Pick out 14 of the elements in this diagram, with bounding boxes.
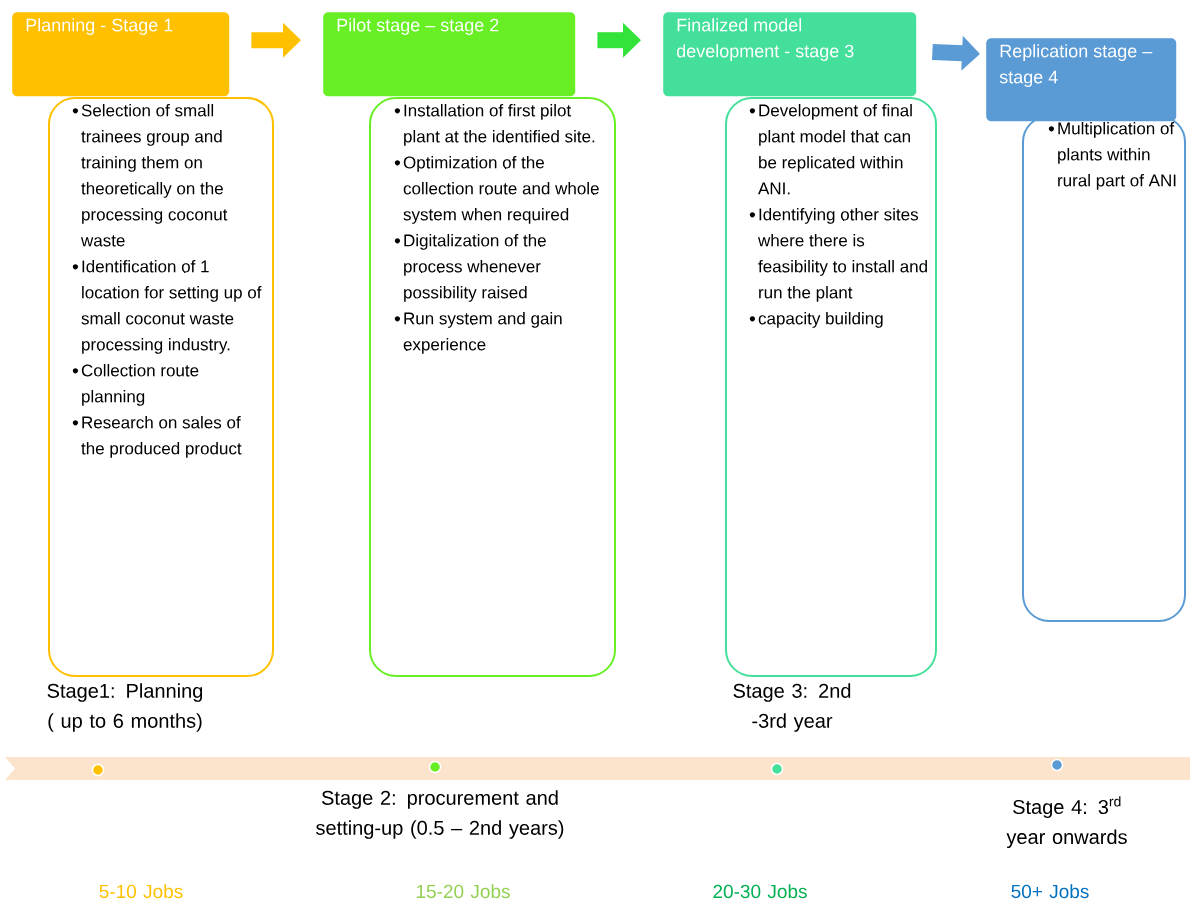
stage-duration-label: Stage 4: 3$^{rd}$ year onwards bbox=[1006, 796, 1127, 849]
jobs-label: 50+ Jobs bbox=[1011, 884, 1089, 899]
jobs-label: 15-20 Jobs bbox=[416, 884, 510, 899]
content-box: Development of final plant model that can be replicated within ANI. Identifying other sites where there is feasibility to install and run the plant capacity building bbox=[725, 97, 937, 677]
stage-duration-label: Stage 2: procurement and setting-up (0.5 – 2nd years) bbox=[316, 790, 564, 839]
content-box: Installation of first pilot plant at the identified site. Optimization of the collection route and whole system when required Digitalization of the process whenever possibility raised Run system and gain experience bbox=[369, 97, 616, 677]
jobs-label: 5-10 Jobs bbox=[99, 884, 183, 899]
stage-header-box: Finalized model development - stage 3 bbox=[663, 12, 917, 97]
stage-header-box: Replication stage – stage 4 bbox=[986, 38, 1177, 122]
stage-header-box: Pilot stage – stage 2 bbox=[323, 12, 576, 97]
stage-header-box: Planning - Stage 1 bbox=[12, 12, 230, 97]
content-box: Multiplication of plants within rural part of ANI bbox=[1022, 115, 1186, 622]
content-box: Selection of small trainees group and training them on theoretically on the processing coconut waste Identification of 1 location for setting up of small coconut waste processing industry. Collection route planning Research on sales of the produced product bbox=[48, 97, 274, 677]
jobs-label: 20-30 Jobs bbox=[713, 884, 807, 899]
